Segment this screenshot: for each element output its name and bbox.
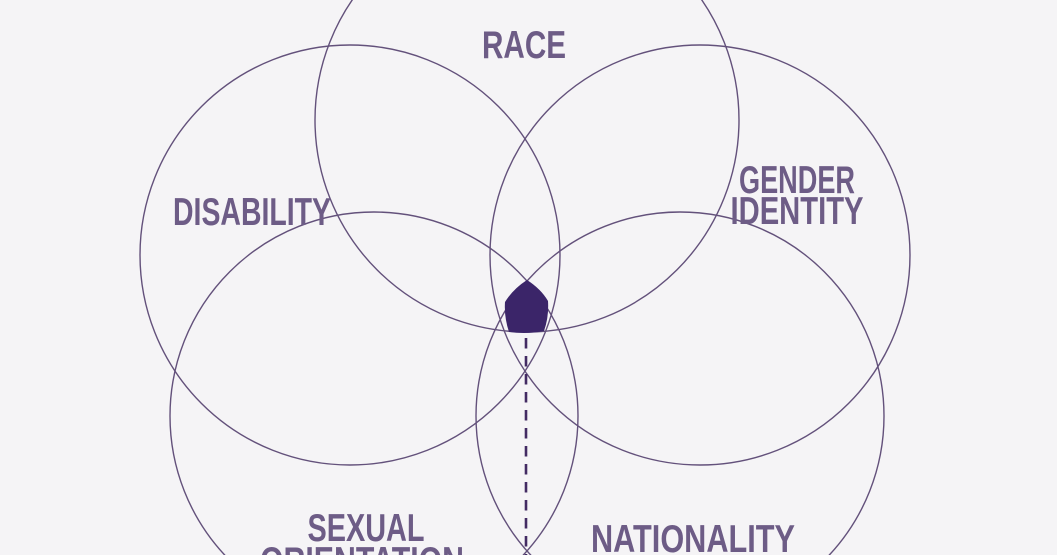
gender-identity-label-line1: GENDER: [739, 159, 855, 202]
sexual-orientation-circle: [169, 211, 579, 555]
gender-identity-circle: [489, 44, 911, 466]
gender-identity-label-line2: IDENTITY: [731, 190, 864, 233]
race-label: RACE: [482, 24, 566, 67]
sexual-orientation-label-line1: SEXUAL: [308, 507, 425, 550]
disability-circle: [139, 44, 561, 466]
nationality-label: NATIONALITY: [591, 518, 795, 555]
disability-label: DISABILITY: [173, 191, 331, 234]
sexual-orientation-label-line2: ORIENTATION: [260, 540, 464, 555]
nationality-circle: [475, 211, 885, 555]
intersection-pentagon: [504, 280, 549, 334]
